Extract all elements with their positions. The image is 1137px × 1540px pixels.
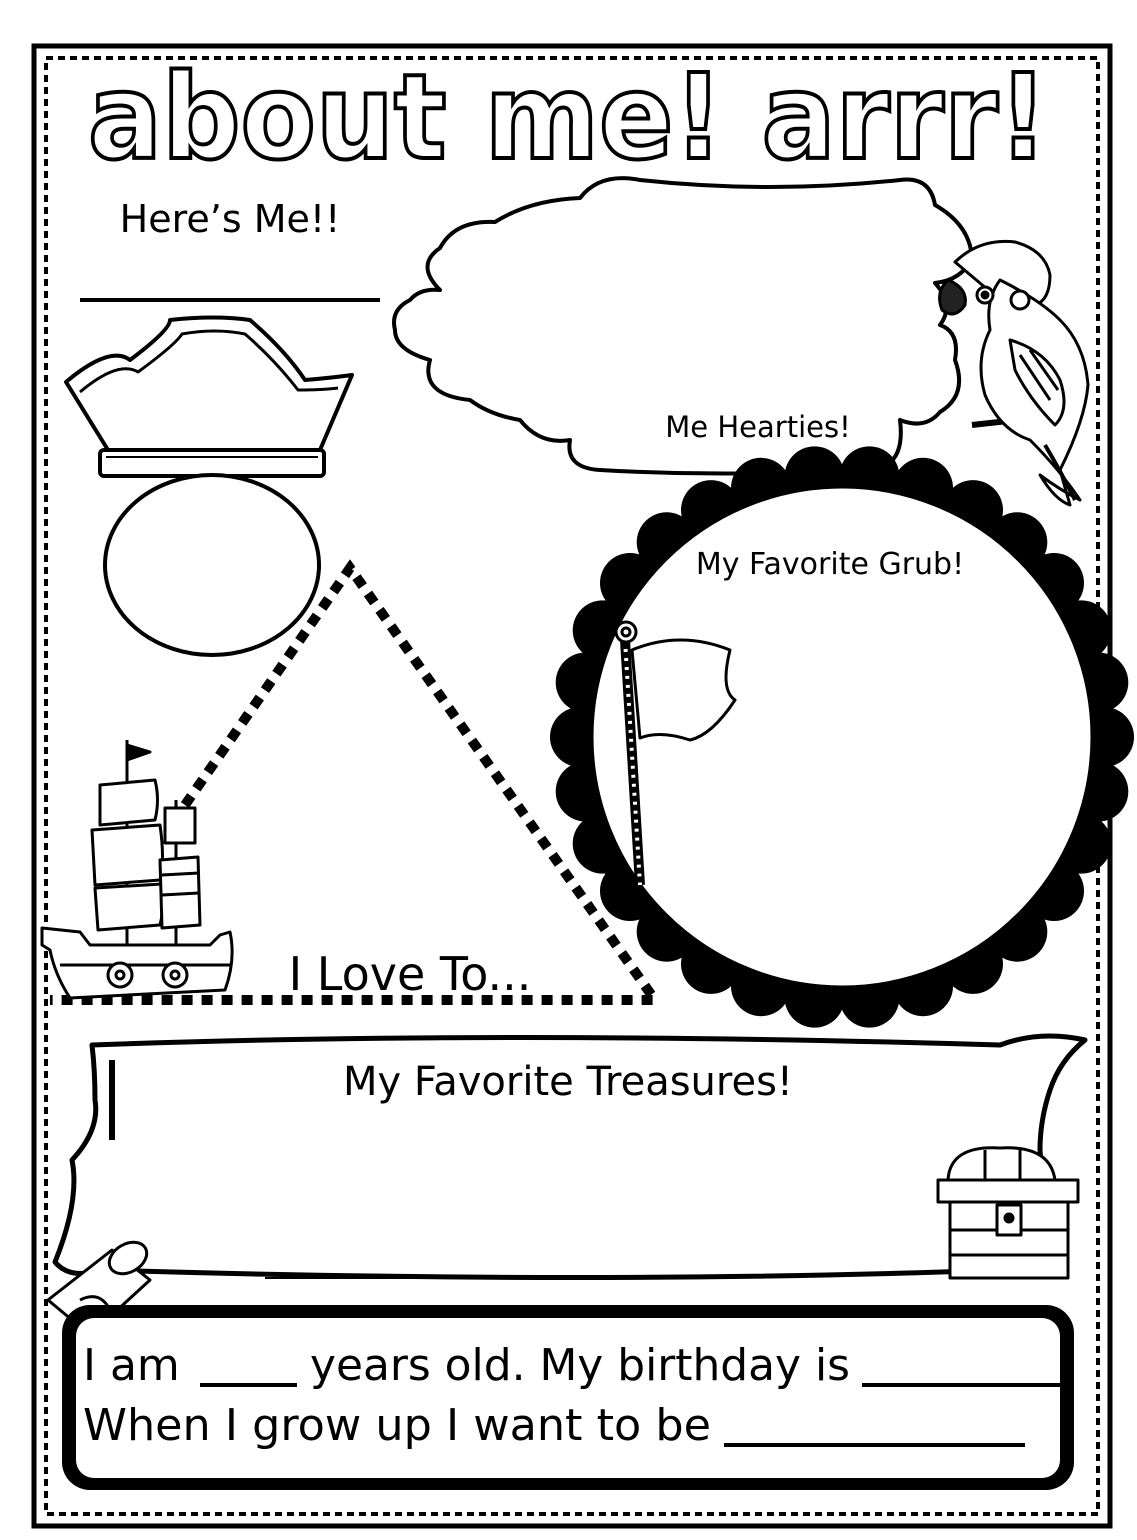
pirate-ship-icon [40, 740, 234, 1000]
heres-me-label: Here’s Me!! [120, 197, 341, 241]
flag-icon [614, 620, 737, 886]
favorite-treasures-label: My Favorite Treasures! [343, 1059, 793, 1105]
favorite-grub-area[interactable] [590, 485, 1094, 989]
treasure-chest-icon [936, 1146, 1080, 1280]
i-love-to-label: I Love To... [289, 947, 532, 1001]
parrot-icon [938, 239, 1090, 507]
info-line2: When I grow up I want to be [83, 1400, 711, 1451]
i-love-to-area[interactable] [50, 559, 665, 1005]
page-title: about me! arrr! [88, 48, 1048, 186]
face-drawing-area[interactable] [103, 473, 321, 657]
info-line1-start: I am [83, 1340, 180, 1391]
pirate-hat-icon [64, 315, 354, 478]
favorite-grub-label: My Favorite Grub! [696, 547, 964, 582]
info-line1-middle: years old. My birthday is [310, 1340, 850, 1391]
me-hearties-label: Me Hearties! [665, 410, 850, 444]
info-box [76, 1318, 1060, 1478]
